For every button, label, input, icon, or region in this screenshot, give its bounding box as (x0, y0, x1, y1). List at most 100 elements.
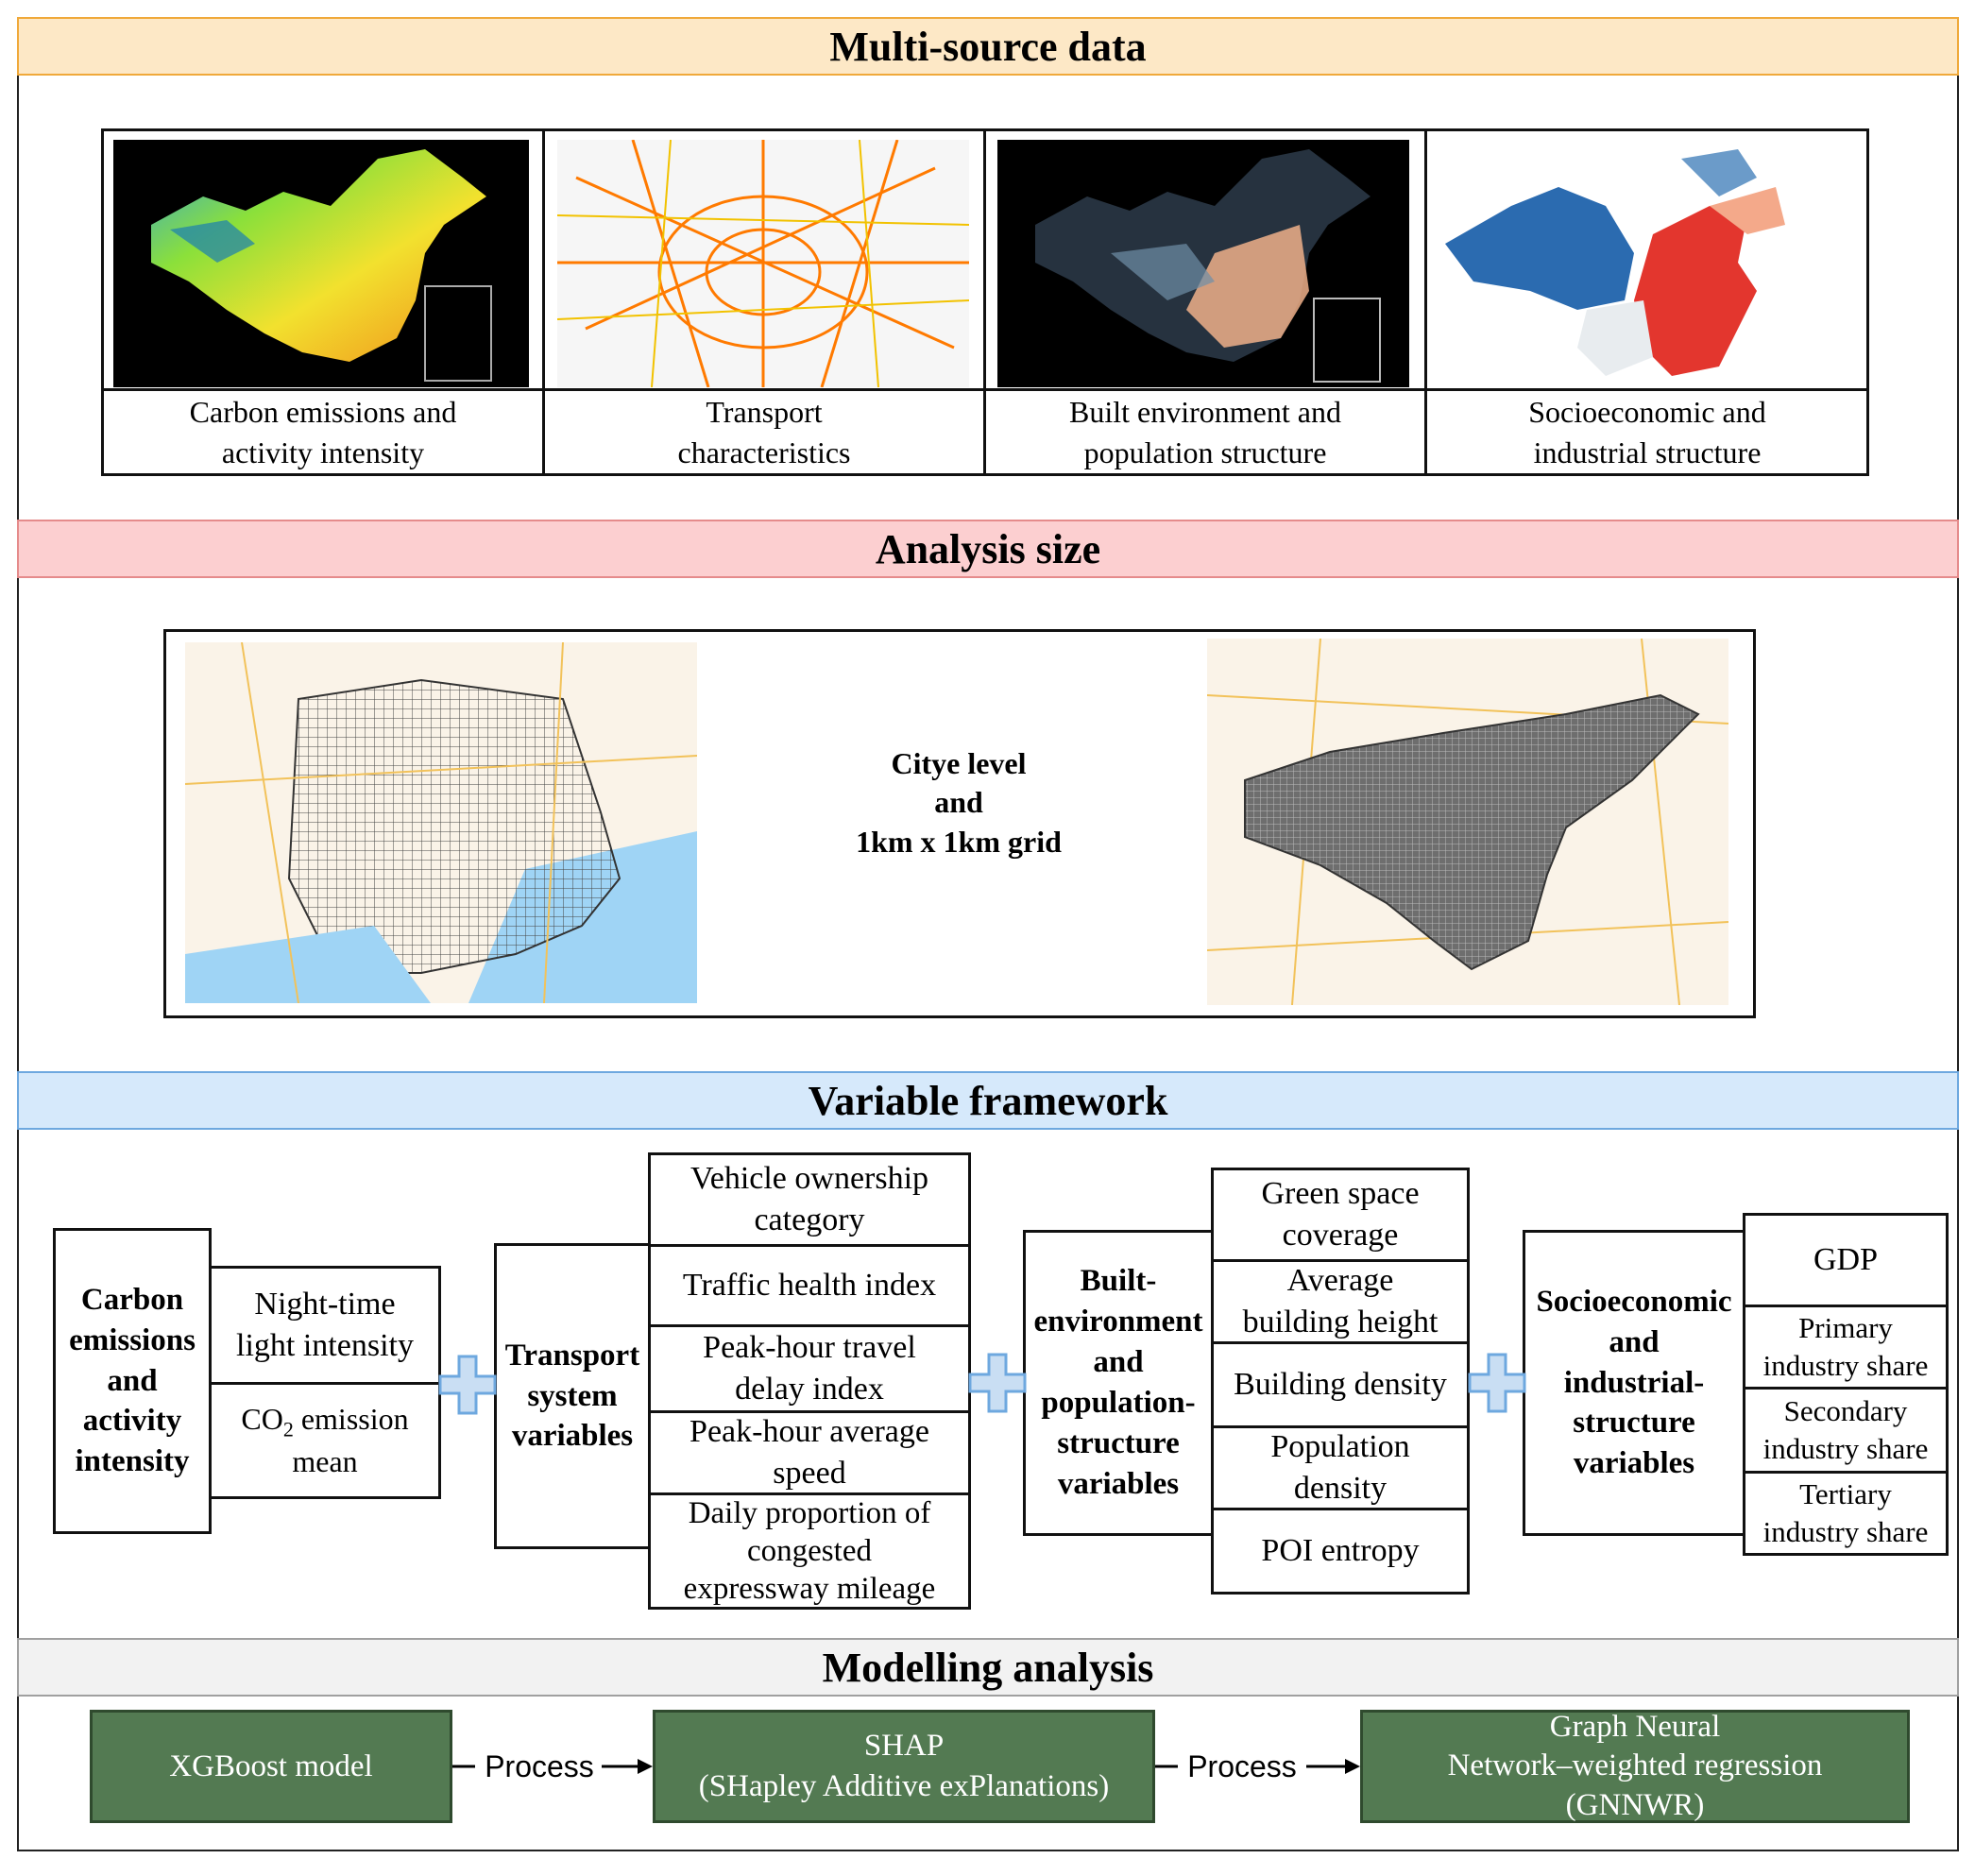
model-line: (SHapley Additive exPlanations) (698, 1769, 1110, 1803)
caption-line: population structure (1083, 435, 1327, 469)
var-line: coverage (1282, 1218, 1399, 1253)
plus-icon (438, 1355, 497, 1415)
socioeconomic-map (1436, 140, 1851, 387)
var-traffic-health: Traffic health index (648, 1244, 971, 1327)
title-line: variables (1573, 1446, 1695, 1481)
var-line: Population (1270, 1429, 1410, 1465)
co2-text: emission (293, 1401, 409, 1436)
var-line: expressway mileage (683, 1572, 936, 1607)
title-line: and (1609, 1324, 1660, 1359)
title-line: and (107, 1363, 158, 1398)
title-line: Built- (1080, 1264, 1157, 1299)
process-arrow-line (452, 1759, 653, 1774)
city-grid-map-right (1207, 639, 1728, 1005)
co2-subscript: 2 (282, 1417, 294, 1441)
var-line: Traffic health index (682, 1268, 937, 1304)
var-line: speed (773, 1456, 846, 1491)
group-title-transport: Transport system variables (494, 1243, 651, 1549)
group-title-built: Built- environment and population- struc… (1023, 1230, 1214, 1536)
title-line: structure (1057, 1425, 1180, 1460)
var-line: Night-time (254, 1287, 396, 1322)
var-line: Vehicle ownership (690, 1161, 929, 1197)
section-header-variable-framework: Variable framework (17, 1071, 1959, 1130)
var-line: Secondary (1783, 1394, 1908, 1428)
var-population-density: Population density (1211, 1425, 1470, 1510)
var-gdp: GDP (1743, 1213, 1949, 1307)
var-line: Peak-hour travel (703, 1330, 916, 1366)
var-building-height: Average building height (1211, 1259, 1470, 1344)
process-arrow-label-2: Process (1187, 1749, 1297, 1784)
analysis-size-panel (163, 629, 1756, 1018)
carbon-emissions-map (113, 140, 529, 387)
var-line: Tertiary (1799, 1477, 1892, 1511)
title-line: structure (1573, 1406, 1695, 1441)
var-line: Daily proportion of (688, 1495, 931, 1530)
var-building-density: Building density (1211, 1341, 1470, 1428)
caption-line: characteristics (677, 435, 851, 469)
title-line: Transport (504, 1338, 640, 1373)
caption-line: activity intensity (221, 435, 425, 469)
scale-line: Citye level (891, 745, 1027, 780)
title-line: population- (1041, 1386, 1196, 1420)
var-co2-emission: CO2 emission mean (209, 1382, 441, 1499)
xgboost-model-box: XGBoost model (90, 1710, 452, 1823)
section-header-analysis-size: Analysis size (17, 520, 1959, 578)
caption-line: Built environment and (1069, 394, 1341, 429)
var-line: Average (1286, 1263, 1394, 1299)
analysis-scale-text: Citye level and 1km x 1km grid (784, 737, 1133, 869)
var-line: congested (747, 1533, 872, 1568)
var-night-time-light: Night-time light intensity (209, 1266, 441, 1385)
var-line: category (754, 1202, 865, 1237)
title-line: emissions (69, 1322, 196, 1357)
title-line: industrial- (1563, 1365, 1705, 1400)
co2-text: CO (241, 1401, 283, 1436)
var-line: industry share (1762, 1349, 1929, 1382)
group-title-socio: Socioeconomic and industrial- structure … (1523, 1230, 1745, 1536)
city-grid-map-left (185, 642, 697, 1003)
plus-icon (1468, 1353, 1526, 1413)
var-line: Building density (1234, 1367, 1447, 1403)
built-environment-map (997, 140, 1409, 387)
title-line: system (527, 1378, 618, 1413)
group-title-carbon: Carbon emissions and activity intensity (53, 1228, 212, 1534)
var-poi-entropy: POI entropy (1211, 1508, 1470, 1595)
var-line: mean (292, 1444, 358, 1479)
section-header-modelling: Modelling analysis (17, 1638, 1959, 1697)
process-arrow-label-1: Process (485, 1749, 594, 1784)
var-line: building height (1242, 1305, 1439, 1339)
caption-line: Socioeconomic and (1528, 394, 1766, 429)
plus-icon (968, 1353, 1027, 1413)
var-line: Primary (1798, 1311, 1893, 1345)
model-line: Network–weighted regression (1447, 1748, 1823, 1783)
title-line: variables (511, 1419, 634, 1454)
var-line: light intensity (236, 1328, 414, 1363)
title-line: variables (1057, 1466, 1180, 1501)
process-arrow-line (1155, 1759, 1360, 1774)
model-line: Graph Neural (1549, 1710, 1721, 1745)
caption-line: industrial structure (1533, 435, 1762, 469)
var-line: density (1293, 1471, 1388, 1506)
model-line: SHAP (863, 1729, 945, 1764)
caption-socioeconomic: Socioeconomic and industrial structure (1427, 391, 1867, 474)
var-line: industry share (1762, 1515, 1929, 1548)
panel-divider-2 (983, 128, 986, 476)
caption-built-environment: Built environment and population structur… (986, 391, 1424, 474)
var-vehicle-ownership: Vehicle ownership category (648, 1152, 971, 1247)
var-line: POI entropy (1261, 1533, 1420, 1569)
model-line: (GNNWR) (1565, 1787, 1705, 1822)
title-line: intensity (75, 1444, 190, 1479)
section-header-multi-source: Multi-source data (17, 17, 1959, 76)
var-green-space: Green space coverage (1211, 1168, 1470, 1262)
var-line: Green space (1261, 1176, 1420, 1212)
var-primary-industry: Primary industry share (1743, 1305, 1949, 1390)
title-line: Carbon (80, 1282, 184, 1317)
panel-divider-3 (1424, 128, 1427, 476)
var-tertiary-industry: Tertiary industry share (1743, 1471, 1949, 1556)
shap-box: SHAP (SHapley Additive exPlanations) (653, 1710, 1155, 1823)
scale-line: 1km x 1km grid (856, 824, 1062, 859)
var-line: industry share (1762, 1432, 1929, 1465)
